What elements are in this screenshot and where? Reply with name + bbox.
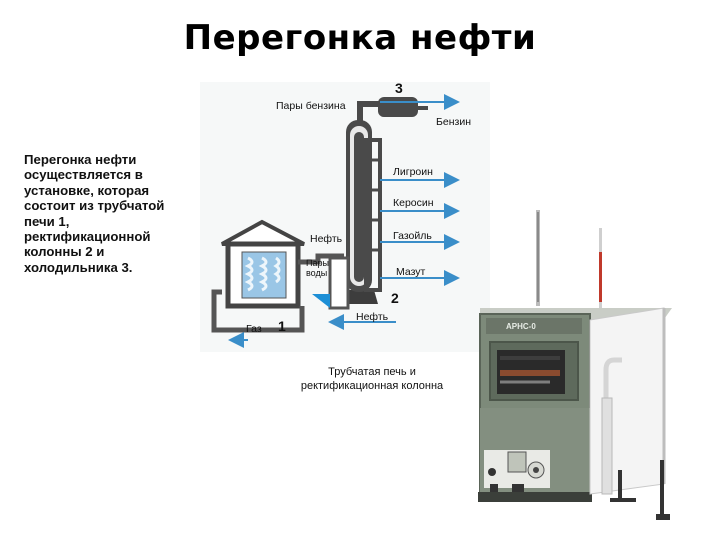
label-mazut: Мазут bbox=[396, 266, 425, 278]
rectification-column bbox=[312, 120, 380, 308]
label-water-vapor: Пары воды bbox=[306, 258, 329, 278]
label-vapors-gasoline: Пары бензина bbox=[276, 100, 346, 112]
label-column-number: 2 bbox=[391, 290, 399, 306]
tube-furnace bbox=[214, 222, 304, 330]
label-gasoil: Газойль bbox=[393, 230, 432, 242]
label-condenser-number: 3 bbox=[395, 80, 403, 96]
label-furnace-number: 1 bbox=[278, 318, 286, 334]
label-ligroin: Лигроин bbox=[393, 166, 433, 178]
label-oil-furnace: Нефть bbox=[310, 233, 342, 245]
label-oil-feed: Нефть bbox=[356, 311, 388, 323]
distillation-apparatus-image bbox=[478, 210, 672, 520]
label-kerosene: Керосин bbox=[393, 197, 434, 209]
label-gasoline: Бензин bbox=[436, 116, 471, 128]
label-gas: Газ bbox=[246, 323, 262, 335]
apparatus-panel-label: АРНС-0 bbox=[506, 322, 536, 331]
diagram-caption: Трубчатая печь и ректификационная колонн… bbox=[282, 365, 462, 393]
